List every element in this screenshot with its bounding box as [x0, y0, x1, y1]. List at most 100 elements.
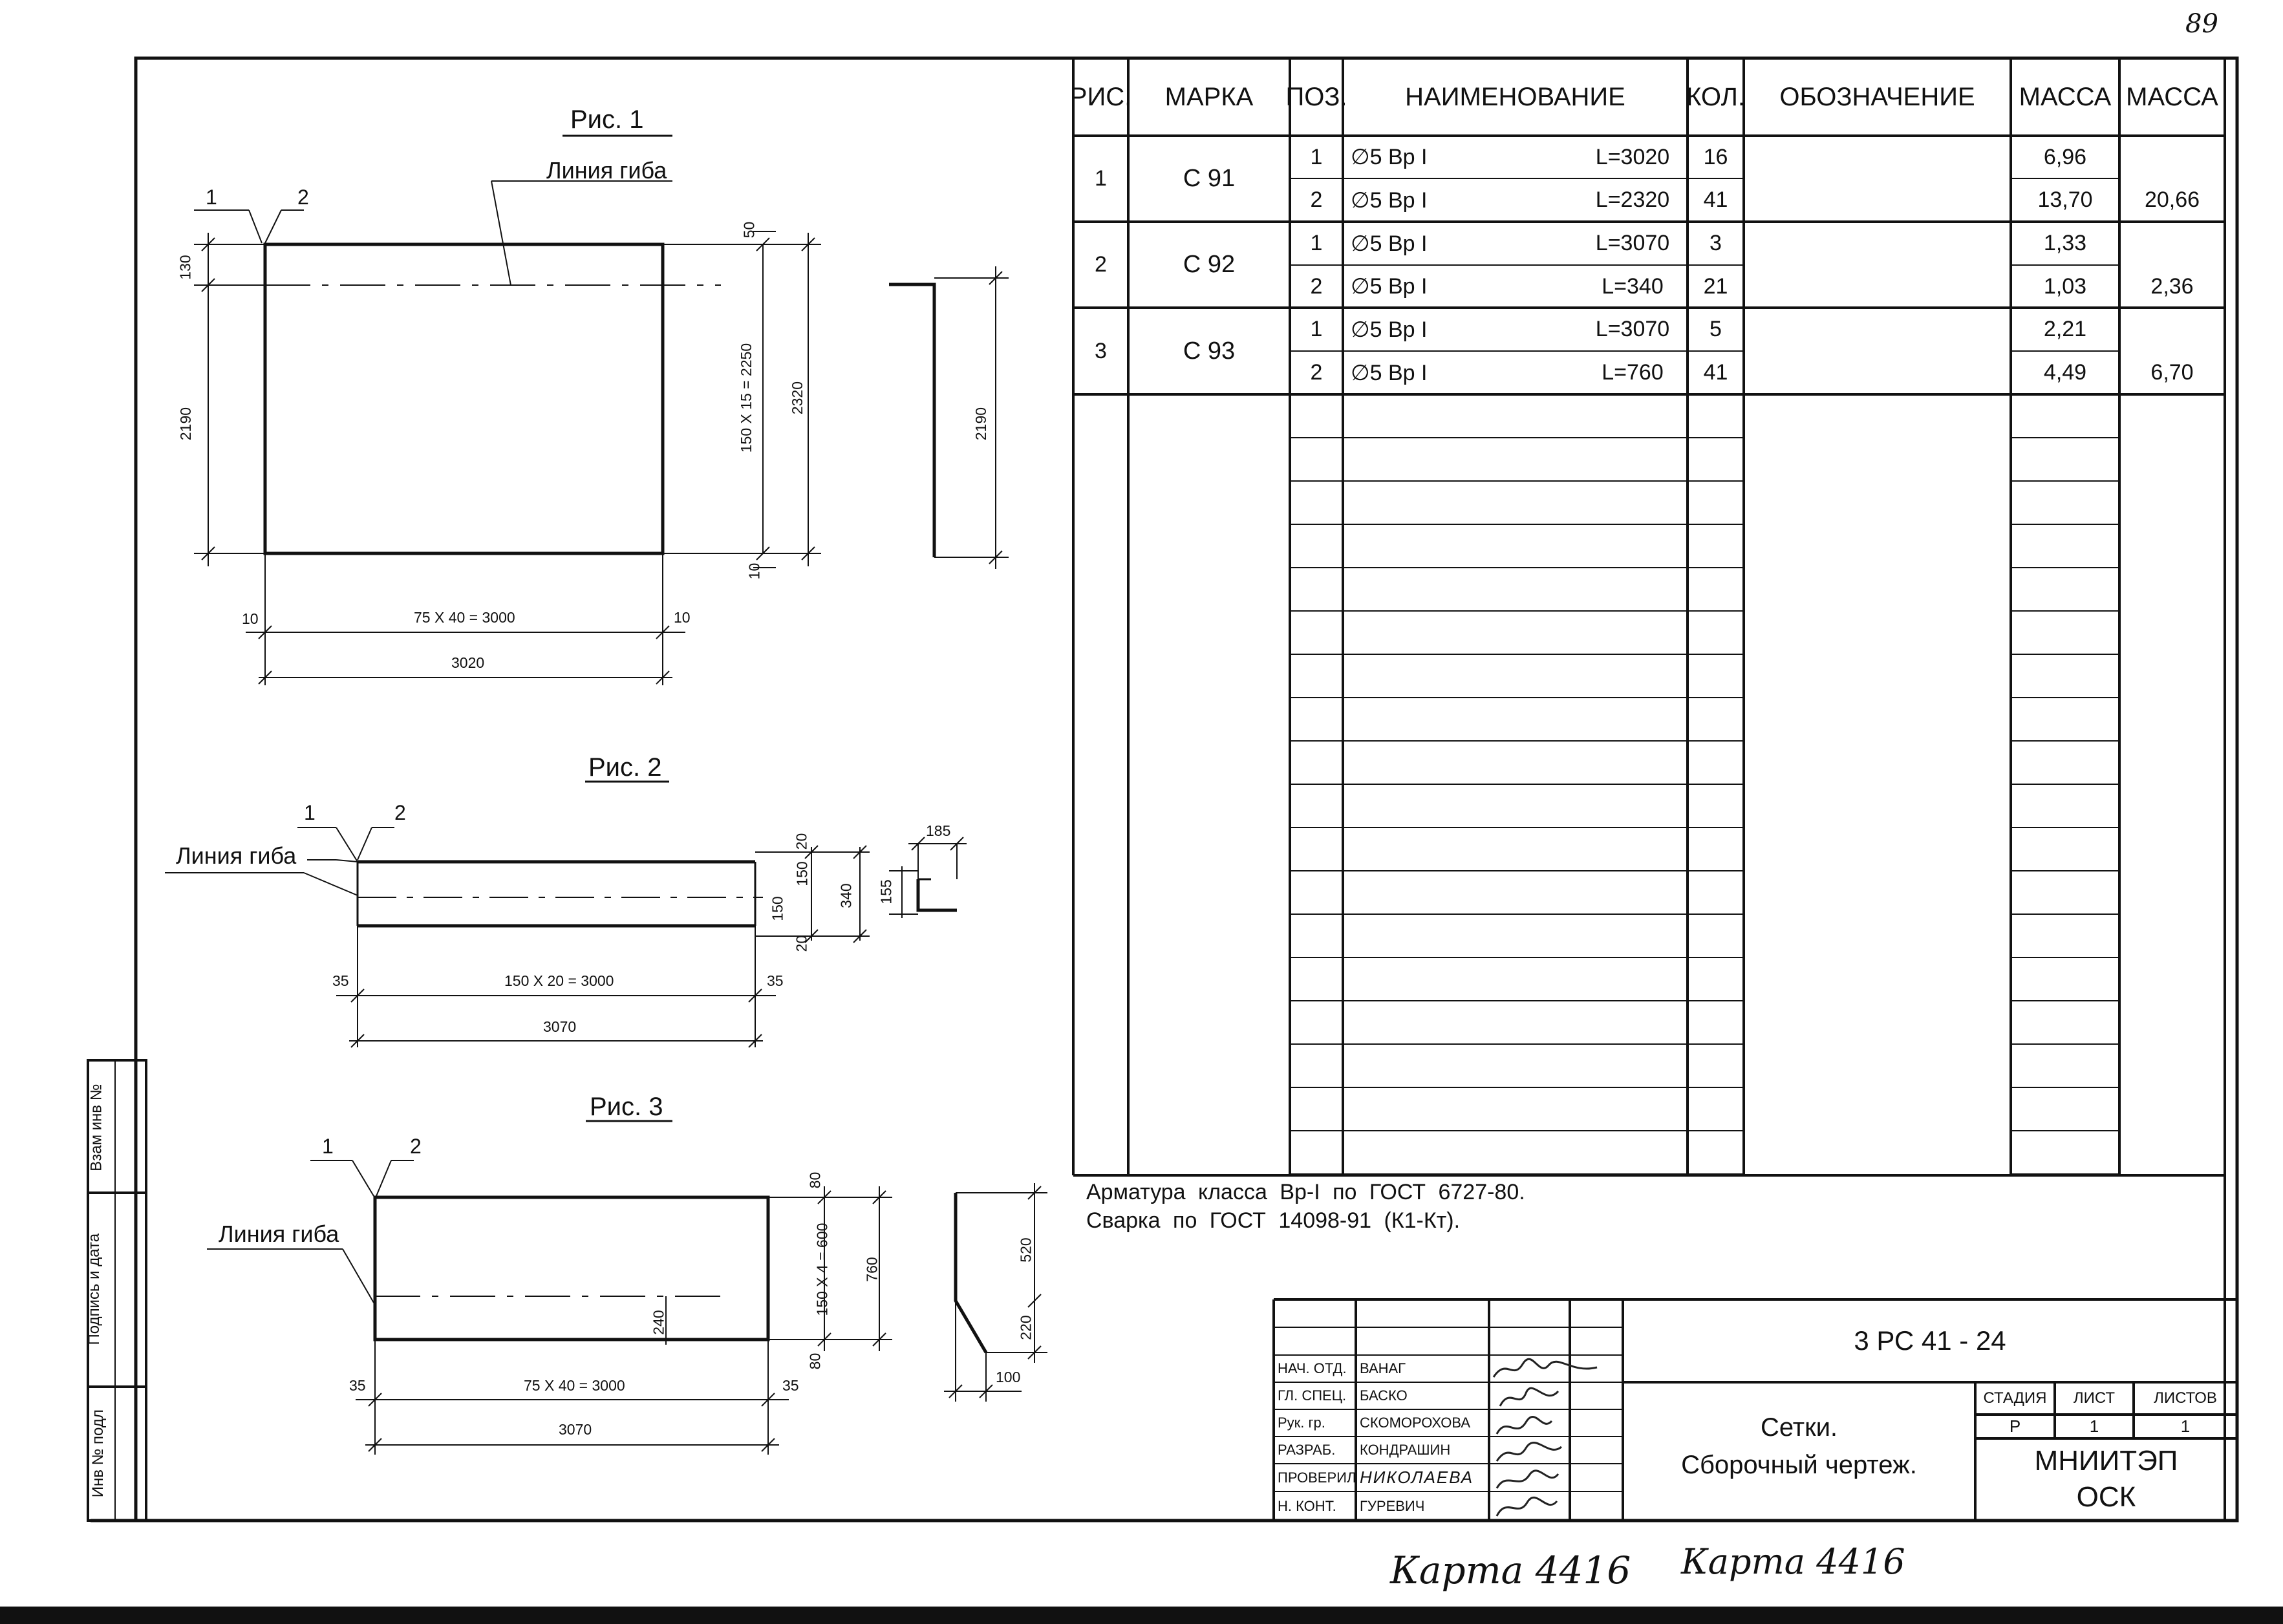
fig3-dim-760: 760	[863, 1257, 881, 1282]
g1r1-qty: 16	[1703, 144, 1728, 169]
title-block-grid	[1272, 1298, 2237, 1521]
g3-total: 6,70	[2150, 360, 2194, 385]
figure-1-pos1: 1	[206, 186, 217, 209]
page-number: 89	[2185, 9, 2218, 39]
g1r1-length: L=3020	[1595, 144, 1670, 169]
hdr-pos: ПОЗ.	[1285, 82, 1347, 111]
fig3-dim-35-left: 35	[349, 1377, 366, 1394]
figure-2-bend-label: Линия гиба	[176, 842, 297, 869]
g2r1-length: L=3070	[1595, 231, 1670, 255]
fig1-dim-3020: 3020	[451, 654, 485, 671]
g2r2-pos: 2	[1310, 273, 1323, 299]
fig2-dim-150-a: 150	[793, 861, 811, 886]
fig2-dim-340: 340	[837, 883, 855, 908]
fig1-dim-2190-side: 2190	[972, 407, 990, 441]
figure-3-bend-label: Линия гиба	[219, 1221, 339, 1247]
fig2-dim-35-left: 35	[332, 972, 349, 989]
sheet-value: 1	[2089, 1416, 2099, 1436]
hdr-mark: МАРКА	[1164, 82, 1254, 111]
figure-3-drawing	[207, 1120, 1047, 1455]
g3r2-qty: 41	[1703, 360, 1728, 385]
g1r1-pos: 1	[1310, 144, 1323, 169]
fig3-dim-3070: 3070	[559, 1421, 592, 1438]
fig1-dim-10-right: 10	[674, 609, 691, 626]
handwritten-map-1: Карта 4416	[1390, 1548, 1631, 1592]
g2-total: 2,36	[2150, 273, 2194, 299]
fig2-dim-35-right: 35	[767, 972, 784, 989]
g2-fig: 2	[1095, 252, 1107, 277]
name-group-lead: СКОМОРОХОВА	[1360, 1415, 1470, 1431]
name-chief-spec: БАСКО	[1360, 1387, 1408, 1404]
signatures	[1492, 1358, 1598, 1517]
role-head-dept: НАЧ. ОТД.	[1278, 1360, 1347, 1376]
g1-mark: С 91	[1183, 165, 1236, 192]
stamp-signature-date: Подпись и дата	[85, 1233, 103, 1345]
g3r1-mass: 2,21	[2043, 317, 2087, 341]
figure-3-pos2: 2	[410, 1135, 422, 1158]
name-developer: КОНДРАШИН	[1360, 1442, 1451, 1458]
g2r1-pos: 1	[1310, 231, 1323, 255]
sheet-label: ЛИСТ	[2073, 1389, 2116, 1407]
g3r1-pos: 1	[1310, 317, 1323, 341]
g2r2-mass: 1,03	[2043, 273, 2087, 299]
spec-table-grid	[1072, 58, 2226, 1521]
figure-1-bend-label: Линия гиба	[546, 157, 667, 184]
g3r2-name: ∅5 Вр I	[1351, 360, 1428, 385]
figure-1-title: Рис. 1	[570, 105, 644, 134]
g1r1-mass: 6,96	[2043, 144, 2087, 169]
scan-edge-band	[0, 1607, 2283, 1624]
name-head-dept: ВАНАГ	[1360, 1360, 1406, 1376]
role-checker: ПРОВЕРИЛ	[1278, 1469, 1356, 1486]
stamp-replace-inv: Взам инв №	[87, 1084, 105, 1171]
fig1-dim-10-v: 10	[745, 562, 763, 580]
hdr-name: НАИМЕНОВАНИЕ	[1405, 82, 1625, 111]
hdr-qty: КОЛ.	[1686, 82, 1745, 111]
fig1-dim-mesh-v: 150 X 15 = 2250	[738, 343, 755, 453]
name-norm-control: ГУРЕВИЧ	[1360, 1497, 1425, 1514]
g2r1-name: ∅5 Вр I	[1351, 231, 1428, 256]
g3r1-qty: 5	[1710, 317, 1722, 341]
role-norm-control: Н. КОНТ.	[1278, 1497, 1336, 1514]
g3r2-mass: 4,49	[2043, 360, 2087, 385]
g3r1-length: L=3070	[1595, 317, 1670, 341]
g3-fig: 3	[1095, 338, 1107, 363]
g3r1-name: ∅5 Вр I	[1351, 317, 1428, 342]
g2-mark: С 92	[1183, 251, 1236, 278]
g1r2-length: L=2320	[1595, 187, 1670, 212]
fig2-dim-155: 155	[877, 879, 895, 904]
note-welding: Сварка по ГОСТ 14098-91 (К1-Кт).	[1086, 1208, 1461, 1233]
stage-label: СТАДИЯ	[1983, 1389, 2047, 1407]
fig1-dim-10-left: 10	[242, 610, 259, 627]
org-name-1: МНИИТЭП	[2034, 1445, 2178, 1477]
g1r2-qty: 41	[1703, 187, 1728, 212]
stamp-inv-orig: Инв № подл	[89, 1409, 107, 1498]
hdr-mass-total: МАССА	[2126, 82, 2218, 111]
fig1-dim-130: 130	[177, 255, 194, 280]
fig3-dim-240: 240	[650, 1310, 667, 1335]
drawing-title-2: Сборочный чертеж.	[1681, 1450, 1917, 1479]
fig2-dim-20-bot: 20	[793, 935, 810, 952]
figure-1-drawing	[194, 134, 1009, 685]
g2r1-qty: 3	[1710, 231, 1722, 255]
figure-1-pos2: 2	[297, 186, 309, 209]
fig3-dim-80-bot: 80	[806, 1352, 824, 1370]
name-checker: НИКОЛАЕВА	[1360, 1468, 1474, 1487]
g1-fig: 1	[1095, 166, 1107, 191]
g2r1-mass: 1,33	[2043, 231, 2087, 255]
fig2-dim-mesh-h: 150 X 20 = 3000	[504, 972, 614, 989]
g2r2-qty: 21	[1703, 273, 1728, 299]
g3r2-pos: 2	[1310, 360, 1323, 385]
fig2-dim-185: 185	[926, 822, 951, 839]
drawing-code: 3 РС 41 - 24	[1854, 1325, 2006, 1356]
fig3-dim-520: 520	[1017, 1237, 1034, 1263]
g1r1-name: ∅5 Вр I	[1351, 145, 1428, 169]
g2r2-name: ∅5 Вр I	[1351, 274, 1428, 299]
side-stamp-grid	[87, 1059, 147, 1522]
figure-2-pos2: 2	[394, 801, 406, 824]
g1r2-mass: 13,70	[2037, 187, 2093, 212]
figure-2-title: Рис. 2	[588, 753, 662, 782]
stage-value: Р	[2009, 1416, 2021, 1436]
fig2-dim-20-top: 20	[793, 833, 810, 850]
fig1-dim-2190-left: 2190	[177, 407, 195, 441]
